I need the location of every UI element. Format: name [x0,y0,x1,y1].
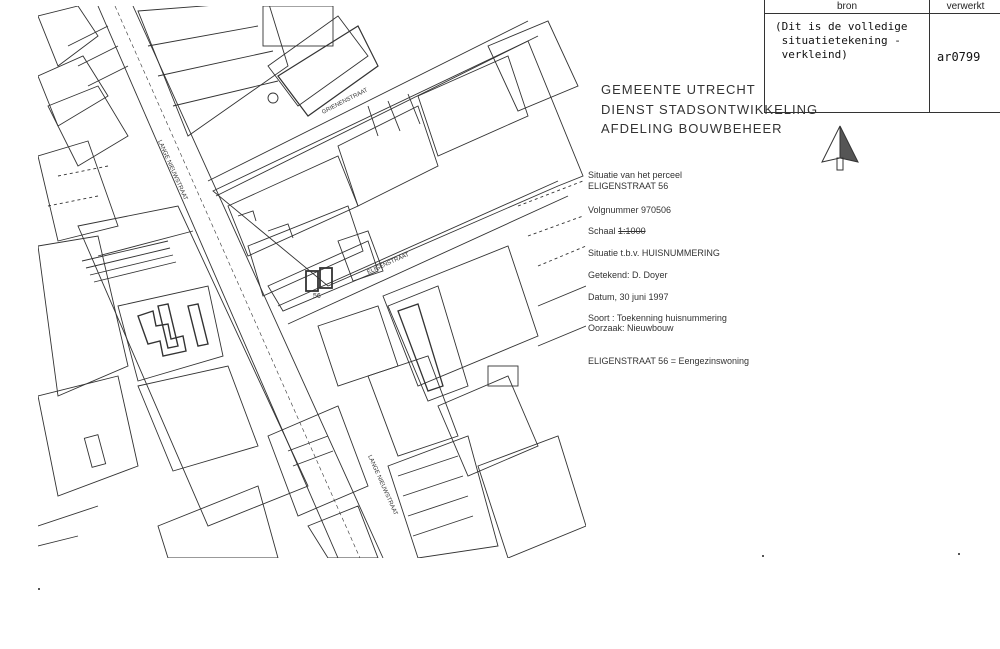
situatie-tbv: Situatie t.b.v. HUISNUMMERING [588,248,720,258]
street-edge-dashed [114,6,361,558]
stamp-code: ar0799 [937,50,981,64]
org-line-3: AFDELING BOUWBEHEER [601,121,783,136]
archive-stamp: bron verwerkt (Dit is de volledige situa… [764,0,1000,113]
datum: Datum, 30 juni 1997 [588,292,669,302]
result: ELIGENSTRAAT 56 = Eengezinswoning [588,356,750,366]
street-edge [277,180,559,307]
address: ELIGENSTRAAT 56 [588,181,669,191]
north-arrow-icon [821,125,859,171]
org-line-2: DIENST STADSONTWIKKELING [601,102,819,117]
stamp-divider [929,13,930,112]
house-number: 56 [313,293,321,300]
schaal: Schaal 1:1000 [588,226,646,236]
cadastral-map: LANGE NIEUWSTRAAT LANGE NIEUWSTRAAT ELIG… [38,6,586,558]
scan-speck [762,555,764,557]
org-line-1: GEMEENTE UTRECHT [601,82,756,97]
stamp-header-verwerkt: verwerkt [930,0,1000,14]
street-edge [207,20,529,182]
oorzaak: Oorzaak: Nieuwbouw [588,323,674,333]
street-edge [132,6,384,558]
soort: Soort : Toekenning huisnummering [588,313,727,323]
schaal-label: Schaal [588,226,616,236]
schaal-value: 1:1000 [618,226,646,236]
scan-speck [38,588,40,590]
stamp-header-bron: bron [765,0,930,14]
getekend: Getekend: D. Doyer [588,270,668,280]
volgnummer: Volgnummer 970506 [588,205,672,215]
situatie-label: Situatie van het perceel [588,170,683,180]
street-edge [215,35,539,197]
street-label: LANGE NIEUWSTRAAT [156,139,188,201]
street-edge [97,6,339,558]
stamp-note: (Dit is de volledige situatietekening - … [775,20,908,61]
scan-speck [958,553,960,555]
street-edge [287,195,569,325]
